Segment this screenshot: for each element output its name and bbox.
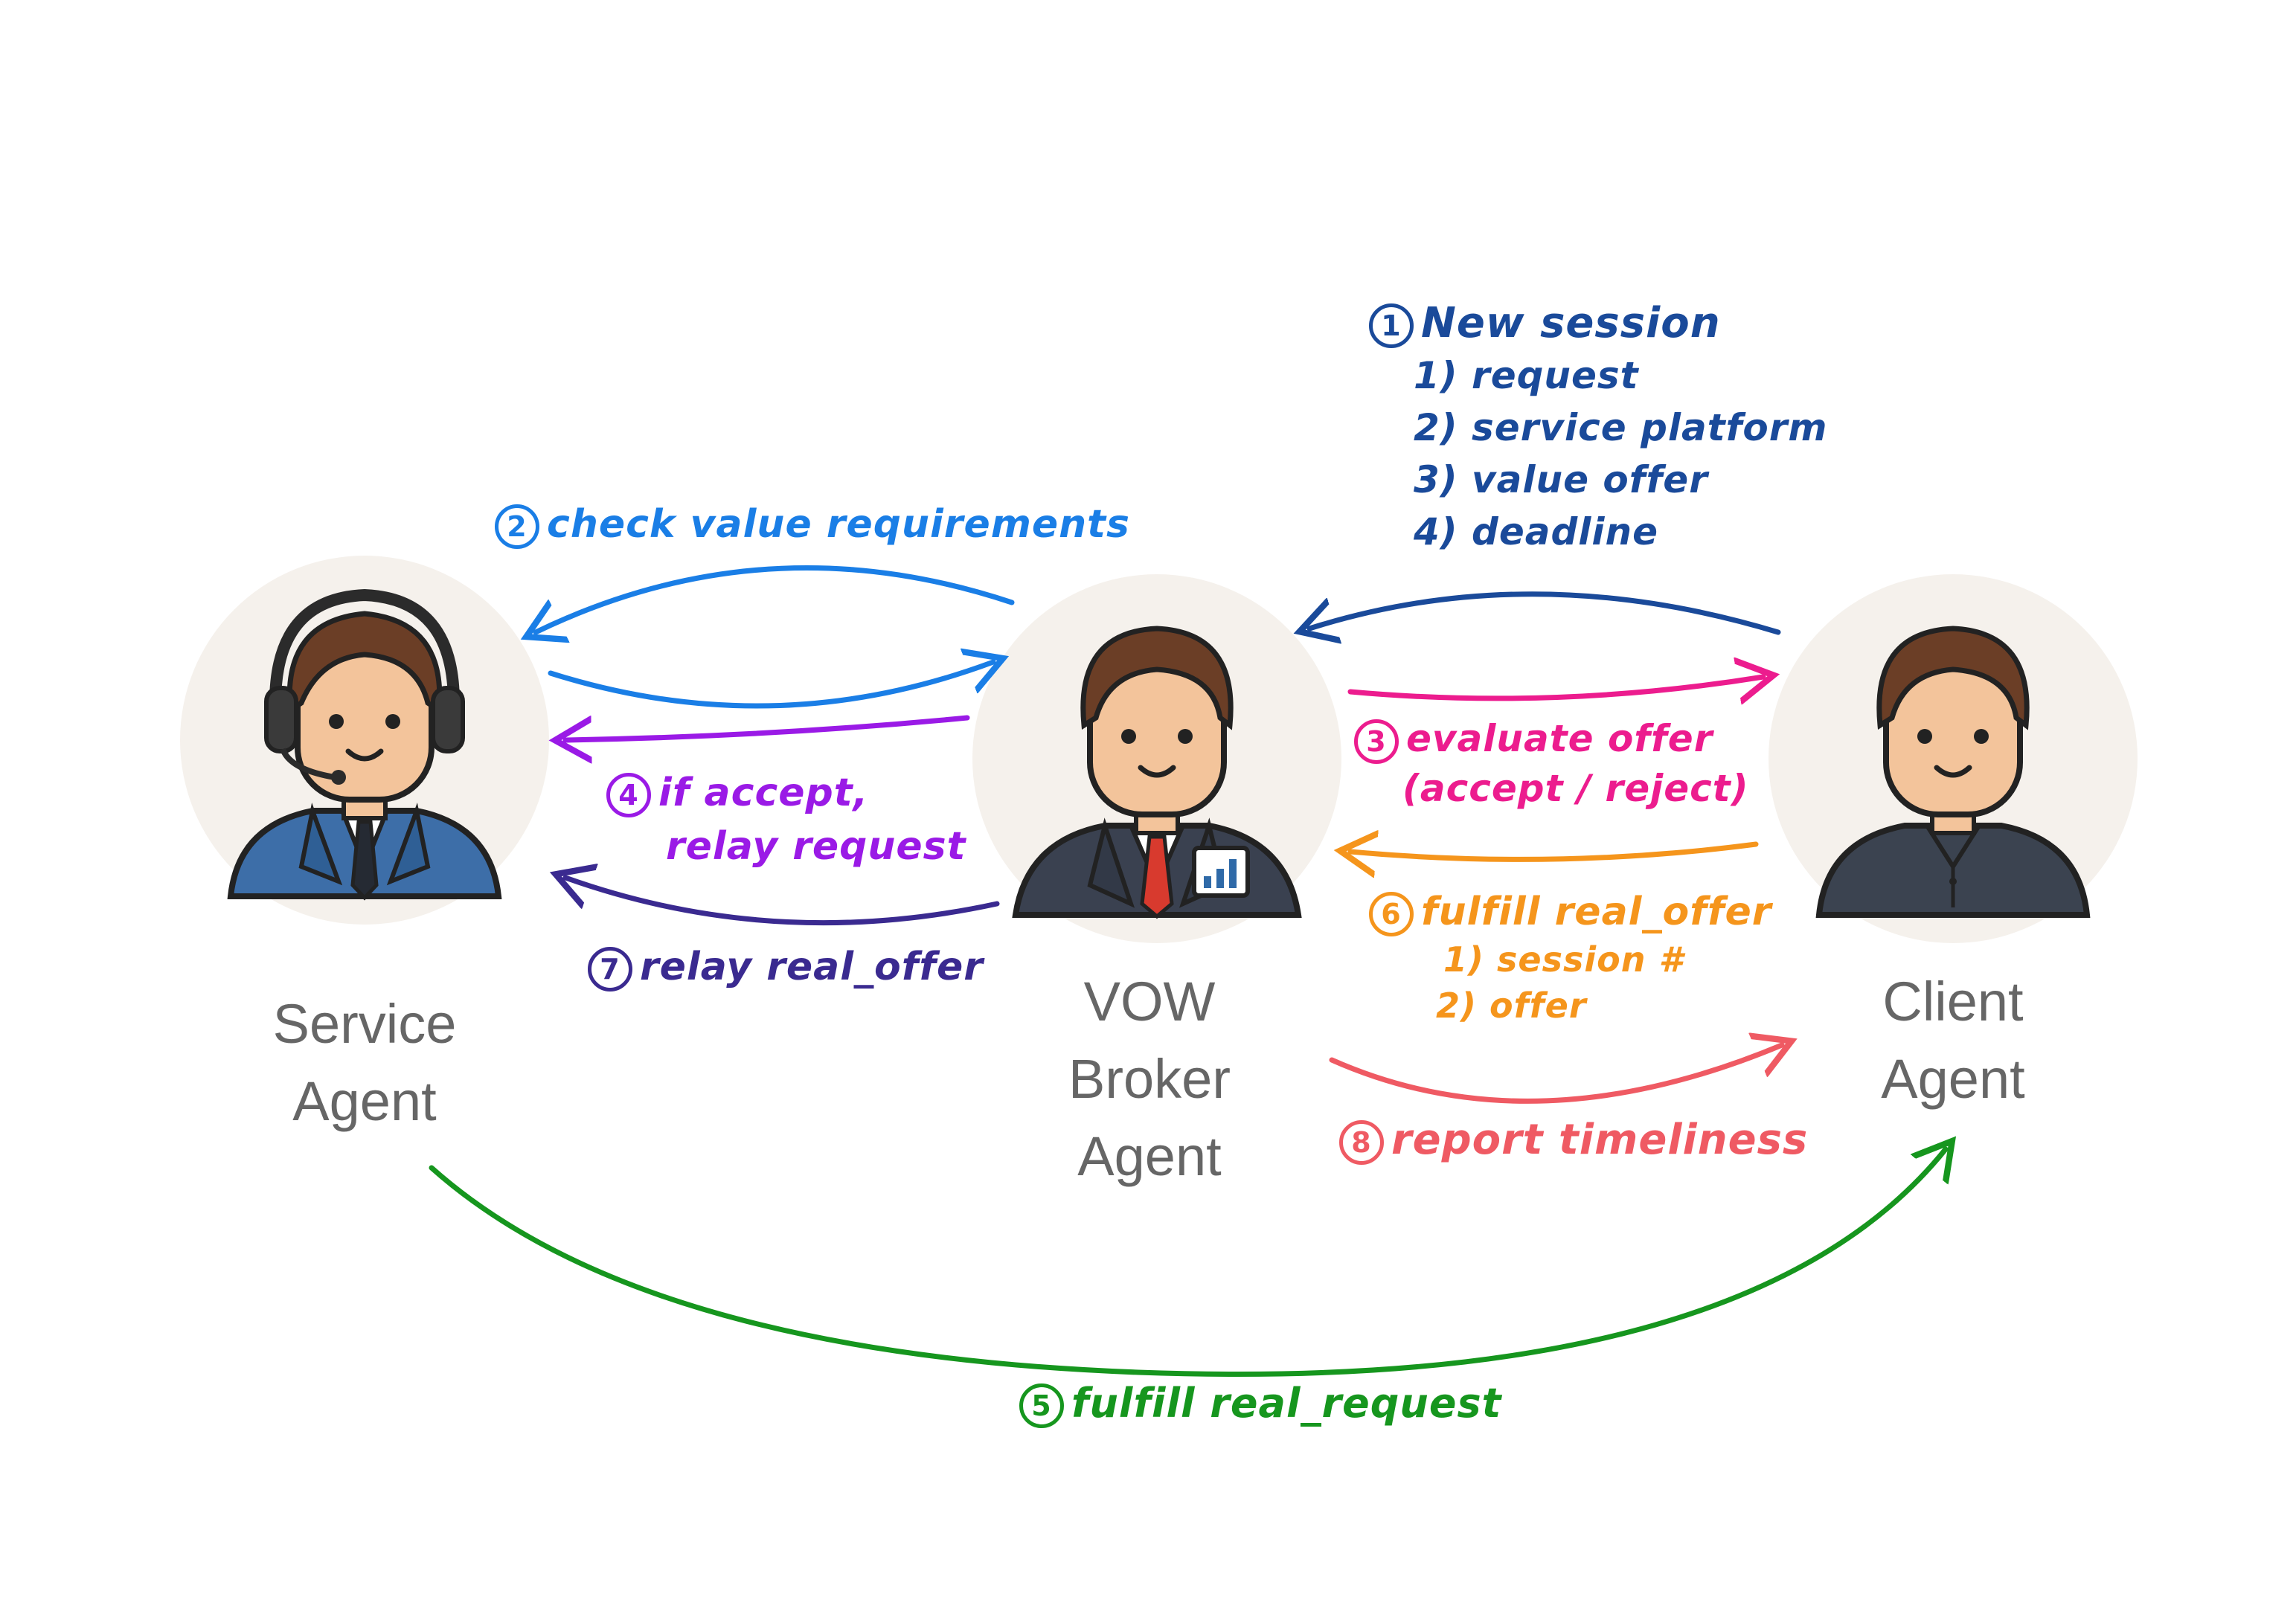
step8-number: 8 — [1339, 1120, 1384, 1165]
step4-number: 4 — [606, 773, 651, 817]
step5-text: fulfill real_request — [1071, 1380, 1501, 1427]
step4-line2: relay request — [606, 820, 966, 873]
step8-text: report timeliness — [1391, 1116, 1808, 1164]
arrow-step7 — [565, 878, 997, 923]
arrow-step6 — [1350, 844, 1756, 859]
step6-item: 2) offer — [1369, 983, 1771, 1029]
step1-title: New session — [1421, 299, 1721, 347]
step1-item: 2) service platform — [1369, 402, 1828, 454]
step7-number: 7 — [588, 947, 632, 992]
arrow-step3 — [1350, 677, 1763, 698]
step2-text: check value requirements — [547, 502, 1130, 547]
arrow-step2-out — [536, 568, 1012, 632]
step6-number: 6 — [1369, 892, 1414, 936]
step1-item: 3) value offer — [1369, 454, 1828, 506]
step6-item: 1) session # — [1369, 936, 1771, 983]
step2-number: 2 — [495, 504, 539, 549]
step1-number: 1 — [1369, 303, 1414, 348]
arrow-step2-back — [551, 662, 993, 706]
step5-number: 5 — [1019, 1383, 1064, 1428]
step1-item: 4) deadline — [1369, 506, 1828, 558]
step3-line2: (accept / reject) — [1354, 764, 1749, 813]
arrow-step4 — [565, 718, 967, 740]
step3-line1: evaluate offer — [1406, 717, 1713, 760]
arrow-step8 — [1332, 1045, 1782, 1101]
step1-item: 1) request — [1369, 350, 1828, 402]
step7-text: relay real_offer — [640, 945, 984, 989]
step6-title: fulfill real_offer — [1421, 890, 1771, 934]
step4-line1: if accept, — [658, 771, 868, 815]
step3-number: 3 — [1354, 719, 1399, 764]
arrow-step1 — [1309, 594, 1778, 632]
arrow-step5 — [432, 1149, 1946, 1375]
